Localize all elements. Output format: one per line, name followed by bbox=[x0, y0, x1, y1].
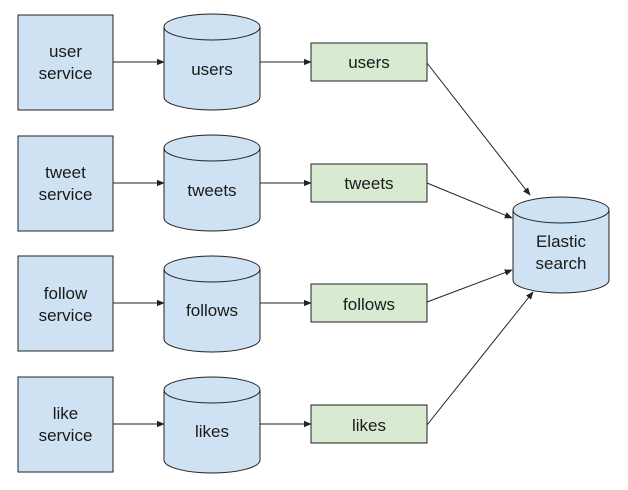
follow-service-label-line2: service bbox=[39, 306, 93, 325]
likes-topic-label: likes bbox=[352, 416, 386, 435]
tweets-topic-box bbox=[310, 163, 428, 203]
likes-db-cylinder bbox=[163, 376, 261, 474]
tweet-service-label-line1: tweet bbox=[45, 163, 86, 182]
users-topic-label: users bbox=[348, 53, 390, 72]
tweet-service-label-line2: service bbox=[39, 185, 93, 204]
users-db-label: users bbox=[191, 60, 233, 79]
tweet-service-box bbox=[17, 135, 114, 232]
users-topic-to-elasticsearch-arrow bbox=[426, 62, 531, 196]
likes-db-label: likes bbox=[195, 422, 229, 441]
user-service-label-line2: service bbox=[39, 64, 93, 83]
row-users: user service users users bbox=[17, 13, 531, 196]
elasticsearch-label-line2: search bbox=[535, 254, 586, 273]
elasticsearch-label-line1: Elastic bbox=[536, 232, 587, 251]
users-db-cylinder bbox=[163, 13, 261, 111]
follows-db-label: follows bbox=[186, 301, 238, 320]
row-likes: like service likes likes bbox=[17, 291, 534, 474]
row-tweets: tweet service tweets tweets bbox=[17, 134, 513, 232]
like-service-label-line1: like bbox=[53, 404, 79, 423]
user-service-box bbox=[17, 14, 114, 111]
tweets-topic-label: tweets bbox=[344, 174, 393, 193]
follows-topic-label: follows bbox=[343, 295, 395, 314]
row-follows: follow service follows follows bbox=[17, 255, 513, 353]
like-service-box bbox=[17, 376, 114, 473]
like-service-label-line2: service bbox=[39, 426, 93, 445]
follows-db-cylinder bbox=[163, 255, 261, 353]
follows-topic-box bbox=[310, 283, 428, 323]
likes-topic-to-elasticsearch-arrow bbox=[426, 291, 534, 426]
follow-service-box bbox=[17, 255, 114, 352]
tweets-db-cylinder bbox=[163, 134, 261, 232]
tweets-topic-to-elasticsearch-arrow bbox=[426, 182, 513, 219]
follow-service-label-line1: follow bbox=[44, 284, 88, 303]
tweets-db-label: tweets bbox=[187, 181, 236, 200]
likes-topic-box bbox=[310, 404, 428, 444]
users-topic-box bbox=[310, 42, 428, 82]
elasticsearch-cylinder bbox=[512, 196, 610, 294]
follows-topic-to-elasticsearch-arrow bbox=[426, 269, 513, 303]
user-service-label-line1: user bbox=[49, 42, 82, 61]
